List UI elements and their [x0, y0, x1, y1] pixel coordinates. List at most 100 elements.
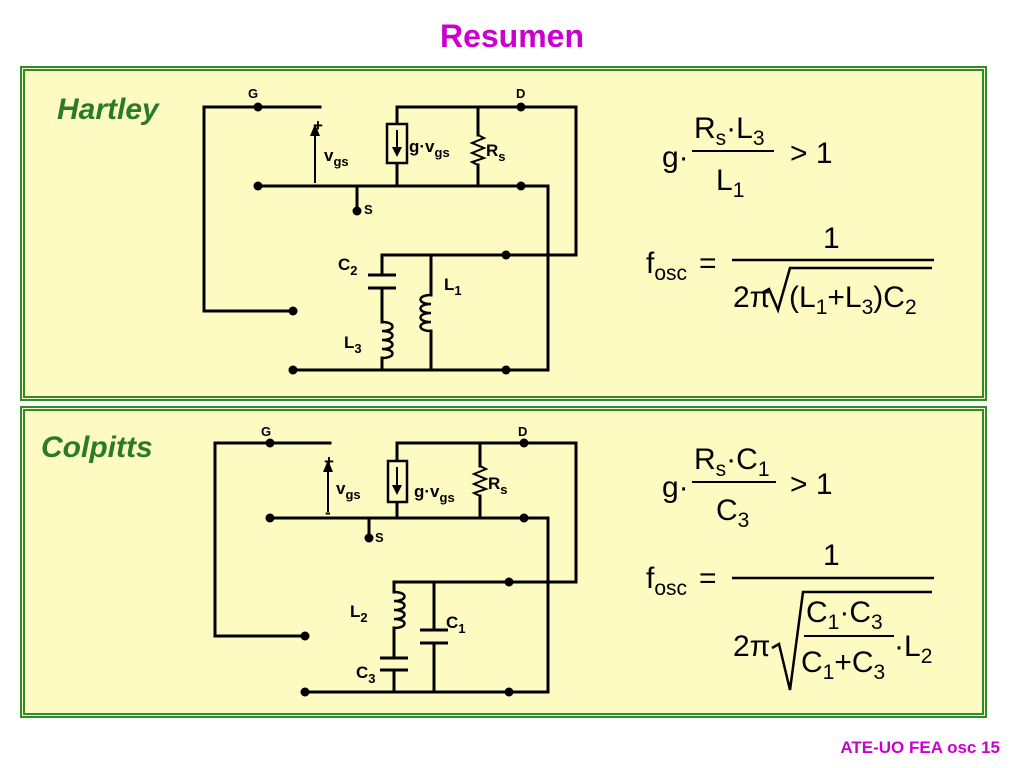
svg-text:g·vgs: g·vgs	[414, 482, 455, 505]
hartley-label-rs-sub: s	[498, 149, 505, 164]
colpitts-label-c3-sub: 3	[368, 671, 375, 686]
svg-text:vgs: vgs	[336, 479, 361, 502]
colpitts-label-plus: +	[324, 452, 334, 471]
hartley-fosc-rad3-sub: 2	[905, 296, 917, 319]
colpitts-fosc-fd-sub2: 3	[874, 661, 886, 684]
hartley-label-l3-sub: 3	[354, 341, 361, 356]
svg-text:L1: L1	[716, 164, 744, 202]
colpitts-fosc-f-sub: osc	[654, 577, 687, 600]
hartley-fosc-rad2: +L	[827, 281, 861, 314]
colpitts-fosc-formula: fosc= 1 2π C1·C3 C1+C3 ·L2	[646, 539, 934, 691]
hartley-cond-num-sub: s	[716, 127, 727, 150]
hartley-label-gvgs: g·v	[409, 137, 435, 156]
hartley-label-c2-sub: 2	[350, 263, 357, 278]
colpitts-fosc-fd: C	[801, 646, 823, 679]
hartley-fosc-f-sub: osc	[654, 262, 687, 285]
hartley-label-l3: L	[344, 333, 354, 352]
hartley-fosc-f: f	[646, 247, 655, 280]
svg-text:C1+C3: C1+C3	[801, 646, 885, 684]
colpitts-panel: Colpitts	[20, 406, 987, 718]
colpitts-label-gvgs: g·v	[414, 482, 440, 501]
colpitts-label-vgs: v	[336, 479, 346, 498]
hartley-cond-num-sub2: 3	[753, 127, 765, 150]
hartley-label-d: D	[516, 86, 525, 101]
colpitts-title: Colpitts	[41, 431, 153, 464]
hartley-label-gvgs-sub: gs	[435, 145, 450, 160]
colpitts-fosc-fn-sub2: 3	[871, 611, 883, 634]
colpitts-cond-num-sub: s	[716, 458, 727, 481]
hartley-cond-den: L	[716, 164, 733, 197]
hartley-fosc-rad3: )C	[873, 281, 905, 314]
colpitts-fosc-f: f	[646, 562, 655, 595]
svg-text:vgs: vgs	[324, 146, 349, 169]
colpitts-cond-num-mid: ·C	[726, 443, 758, 476]
colpitts-label-s: S	[375, 530, 384, 545]
hartley-label-l1: L	[444, 275, 454, 294]
svg-text:·L2: ·L2	[894, 630, 932, 668]
colpitts-label-g: G	[261, 424, 271, 439]
hartley-cond-den-sub: 1	[733, 179, 745, 202]
hartley-panel: Hartley	[20, 66, 987, 401]
svg-text:Rs: Rs	[486, 141, 506, 164]
colpitts-label-rs: R	[488, 474, 500, 493]
colpitts-fosc-fn-sub: 1	[828, 611, 840, 634]
colpitts-fosc-fn: C	[806, 596, 828, 629]
colpitts-cond-rel: > 1	[790, 468, 833, 501]
colpitts-label-c1-sub: 1	[458, 621, 465, 636]
colpitts-fosc-2pi: 2π	[733, 630, 770, 663]
svg-text:Rs: Rs	[488, 474, 508, 497]
colpitts-label-vgs-sub: gs	[345, 487, 360, 502]
hartley-cond-num: R	[694, 112, 716, 145]
colpitts-label-l2: L	[350, 602, 360, 621]
hartley-label-rs: R	[486, 141, 498, 160]
hartley-label-c2: C	[338, 255, 350, 274]
hartley-label-l1-sub: 1	[454, 283, 461, 298]
svg-text:C3: C3	[716, 494, 749, 532]
svg-text:C2: C2	[338, 255, 358, 278]
svg-text:g·vgs: g·vgs	[409, 137, 450, 160]
colpitts-cond-num: R	[694, 443, 716, 476]
hartley-label-plus: +	[313, 116, 323, 135]
colpitts-condition-formula: g· Rs·C1 C3 > 1	[662, 443, 833, 532]
colpitts-cond-den: C	[716, 494, 738, 527]
hartley-label-minus: -	[314, 175, 320, 194]
footer-slide-id: ATE-UO FEA osc 15	[840, 738, 1000, 757]
svg-text:(L1+L3)C2: (L1+L3)C2	[789, 281, 917, 319]
hartley-label-vgs-sub: gs	[333, 154, 348, 169]
colpitts-fosc-fd-sub: 1	[823, 661, 835, 684]
colpitts-fosc-fd-mid: +C	[834, 646, 873, 679]
hartley-cond-g: g·	[662, 141, 689, 174]
svg-text:L1: L1	[444, 275, 462, 298]
svg-text:L2: L2	[350, 602, 368, 625]
svg-text:fosc=: fosc=	[646, 247, 717, 285]
svg-text:C1·C3: C1·C3	[806, 596, 883, 634]
colpitts-label-rs-sub: s	[500, 482, 507, 497]
page-title: Resumen	[439, 18, 585, 54]
hartley-fosc-num: 1	[823, 222, 840, 255]
colpitts-label-minus: -	[325, 503, 331, 522]
hartley-fosc-rad1: (L	[789, 281, 816, 314]
svg-text:Rs·L3: Rs·L3	[694, 112, 765, 150]
hartley-cond-rel: > 1	[790, 137, 833, 170]
colpitts-fosc-fn-mid: ·C	[839, 596, 871, 629]
hartley-label-g: G	[248, 86, 258, 101]
colpitts-label-c3: C	[356, 663, 368, 682]
colpitts-fosc-tail-sub: 2	[921, 645, 933, 668]
hartley-fosc-formula: fosc= 1 2π (L1+L3)C2	[646, 222, 934, 319]
colpitts-label-c1: C	[446, 613, 458, 632]
hartley-label-s: S	[364, 202, 373, 217]
svg-text:Rs·C1: Rs·C1	[694, 443, 770, 481]
hartley-title: Hartley	[57, 93, 159, 126]
hartley-label-vgs: v	[324, 146, 334, 165]
hartley-condition-formula: g· Rs·L3 L1 > 1	[662, 112, 833, 202]
colpitts-fosc-tail: ·L	[894, 630, 921, 663]
svg-text:fosc=: fosc =	[646, 562, 717, 600]
colpitts-cond-den-sub: 3	[738, 509, 750, 532]
svg-text:C1: C1	[446, 613, 466, 636]
colpitts-fosc-eq: =	[699, 562, 717, 595]
hartley-fosc-2pi: 2π	[733, 281, 770, 314]
colpitts-cond-num-sub2: 1	[758, 458, 770, 481]
colpitts-cond-g: g·	[662, 471, 689, 504]
